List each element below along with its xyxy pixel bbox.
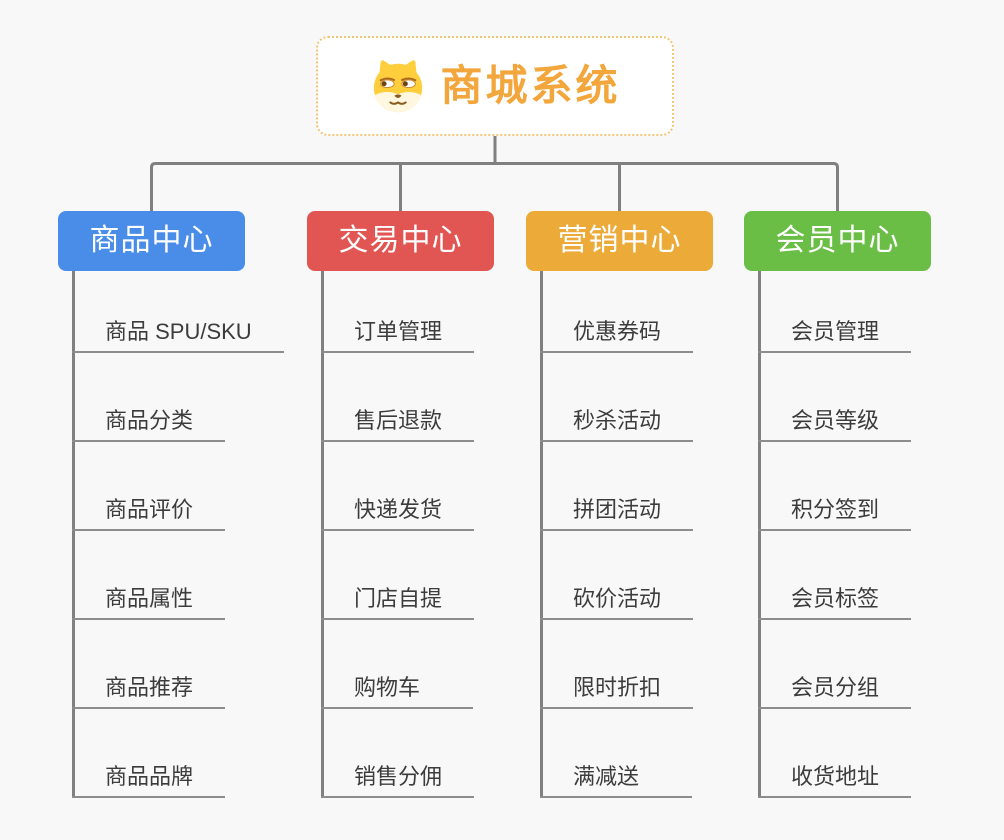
leaf-node[interactable]: 拼团活动 (540, 442, 694, 531)
leaf-node[interactable]: 会员分组 (758, 620, 912, 709)
branch-column-product-center: 商品 SPU/SKU 商品分类 商品评价 商品属性 商品推荐 商品品牌 (72, 271, 284, 798)
branch-column-member-center: 会员管理 会员等级 积分签到 会员标签 会员分组 收货地址 (758, 271, 912, 798)
branch-node-trade-center[interactable]: 交易中心 (307, 211, 494, 271)
leaf-node[interactable]: 订单管理 (321, 271, 475, 353)
leaf-node[interactable]: 商品品牌 (72, 709, 226, 798)
branch-node-marketing-center[interactable]: 营销中心 (526, 211, 713, 271)
leaf-node[interactable]: 销售分佣 (321, 709, 475, 798)
leaf-node[interactable]: 商品 SPU/SKU (72, 271, 284, 353)
leaf-node[interactable]: 积分签到 (758, 442, 912, 531)
leaf-node[interactable]: 售后退款 (321, 353, 475, 442)
root-node-mall-system[interactable]: 商城系统 (316, 36, 674, 136)
connector-rail (150, 162, 839, 211)
leaf-node[interactable]: 砍价活动 (540, 531, 694, 620)
dog-face-icon (369, 57, 427, 115)
leaf-node[interactable]: 秒杀活动 (540, 353, 694, 442)
branch-node-product-center[interactable]: 商品中心 (58, 211, 245, 271)
leaf-node[interactable]: 会员标签 (758, 531, 912, 620)
leaf-node[interactable]: 满减送 (540, 709, 692, 798)
leaf-node[interactable]: 商品分类 (72, 353, 226, 442)
leaf-node[interactable]: 商品属性 (72, 531, 226, 620)
branch-column-trade-center: 订单管理 售后退款 快递发货 门店自提 购物车 销售分佣 (321, 271, 475, 798)
root-title: 商城系统 (440, 62, 621, 109)
leaf-node[interactable]: 限时折扣 (540, 620, 694, 709)
leaf-node[interactable]: 会员等级 (758, 353, 912, 442)
leaf-node[interactable]: 优惠券码 (540, 271, 694, 353)
leaf-node[interactable]: 购物车 (321, 620, 473, 709)
leaf-node[interactable]: 商品推荐 (72, 620, 226, 709)
leaf-node[interactable]: 商品评价 (72, 442, 226, 531)
leaf-node[interactable]: 快递发货 (321, 442, 475, 531)
leaf-node[interactable]: 会员管理 (758, 271, 912, 353)
branch-node-member-center[interactable]: 会员中心 (744, 211, 931, 271)
leaf-node[interactable]: 收货地址 (758, 709, 912, 798)
branch-column-marketing-center: 优惠券码 秒杀活动 拼团活动 砍价活动 限时折扣 满减送 (540, 271, 694, 798)
leaf-node[interactable]: 门店自提 (321, 531, 475, 620)
